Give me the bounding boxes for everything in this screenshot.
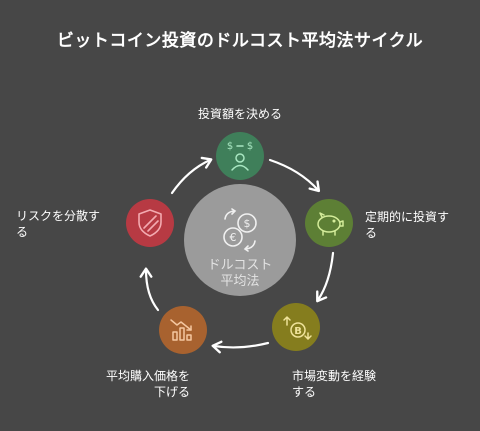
arrow-step5-to-step1 bbox=[170, 156, 213, 195]
step-1-label-line1: 投資額を決める bbox=[197, 107, 282, 121]
step-3-label-line1: 市場変動を経験 bbox=[292, 369, 377, 383]
svg-text:B: B bbox=[294, 326, 302, 337]
step-5-label-line1: リスクを分散す bbox=[16, 209, 101, 223]
step-4-label-line1: 平均購入価格を bbox=[105, 369, 190, 383]
shield-icon bbox=[138, 209, 162, 237]
center-label: ドルコスト 平均法 bbox=[190, 258, 290, 290]
step-2-label-line2: る bbox=[365, 226, 378, 240]
bitcoin-cycle-icon: B bbox=[283, 315, 312, 341]
declining-chart-icon bbox=[170, 319, 192, 341]
center-label-line1: ドルコスト bbox=[207, 258, 273, 273]
center-circle bbox=[184, 184, 296, 296]
currency-exchange-icon: $ € bbox=[223, 208, 257, 252]
center-label-line2: 平均法 bbox=[220, 274, 260, 289]
step-3-label-line2: する bbox=[292, 385, 317, 399]
svg-text:€: € bbox=[230, 231, 237, 244]
svg-text:$: $ bbox=[227, 141, 233, 152]
arrow-step1-to-step2 bbox=[268, 158, 321, 193]
arrow-step2-to-step3 bbox=[316, 251, 335, 303]
step-3-label: 市場変動を経験 する bbox=[292, 368, 376, 400]
step-5-label-line2: る bbox=[16, 225, 29, 239]
dollar-person-icon: $ $ bbox=[227, 141, 253, 171]
arrow-step4-to-step5 bbox=[139, 267, 160, 312]
step-2-label: 定期的に投資す る bbox=[365, 209, 449, 241]
step-4-circle bbox=[159, 306, 207, 354]
step-2-label-line1: 定期的に投資す bbox=[365, 210, 450, 224]
step-4-label: 平均購入価格を 下げる bbox=[60, 368, 190, 400]
step-1-label: 投資額を決める bbox=[180, 106, 300, 122]
svg-text:$: $ bbox=[247, 141, 253, 152]
piggy-bank-icon bbox=[317, 212, 344, 236]
arrow-step3-to-step4 bbox=[211, 340, 270, 354]
step-1-circle bbox=[216, 132, 264, 180]
svg-text:$: $ bbox=[244, 217, 251, 230]
step-4-label-line2: 下げる bbox=[153, 385, 190, 399]
diagram-title: ビットコイン投資のドルコスト平均法サイクル bbox=[56, 31, 424, 51]
step-2-circle bbox=[305, 199, 353, 247]
step-5-label: リスクを分散す る bbox=[16, 208, 100, 240]
